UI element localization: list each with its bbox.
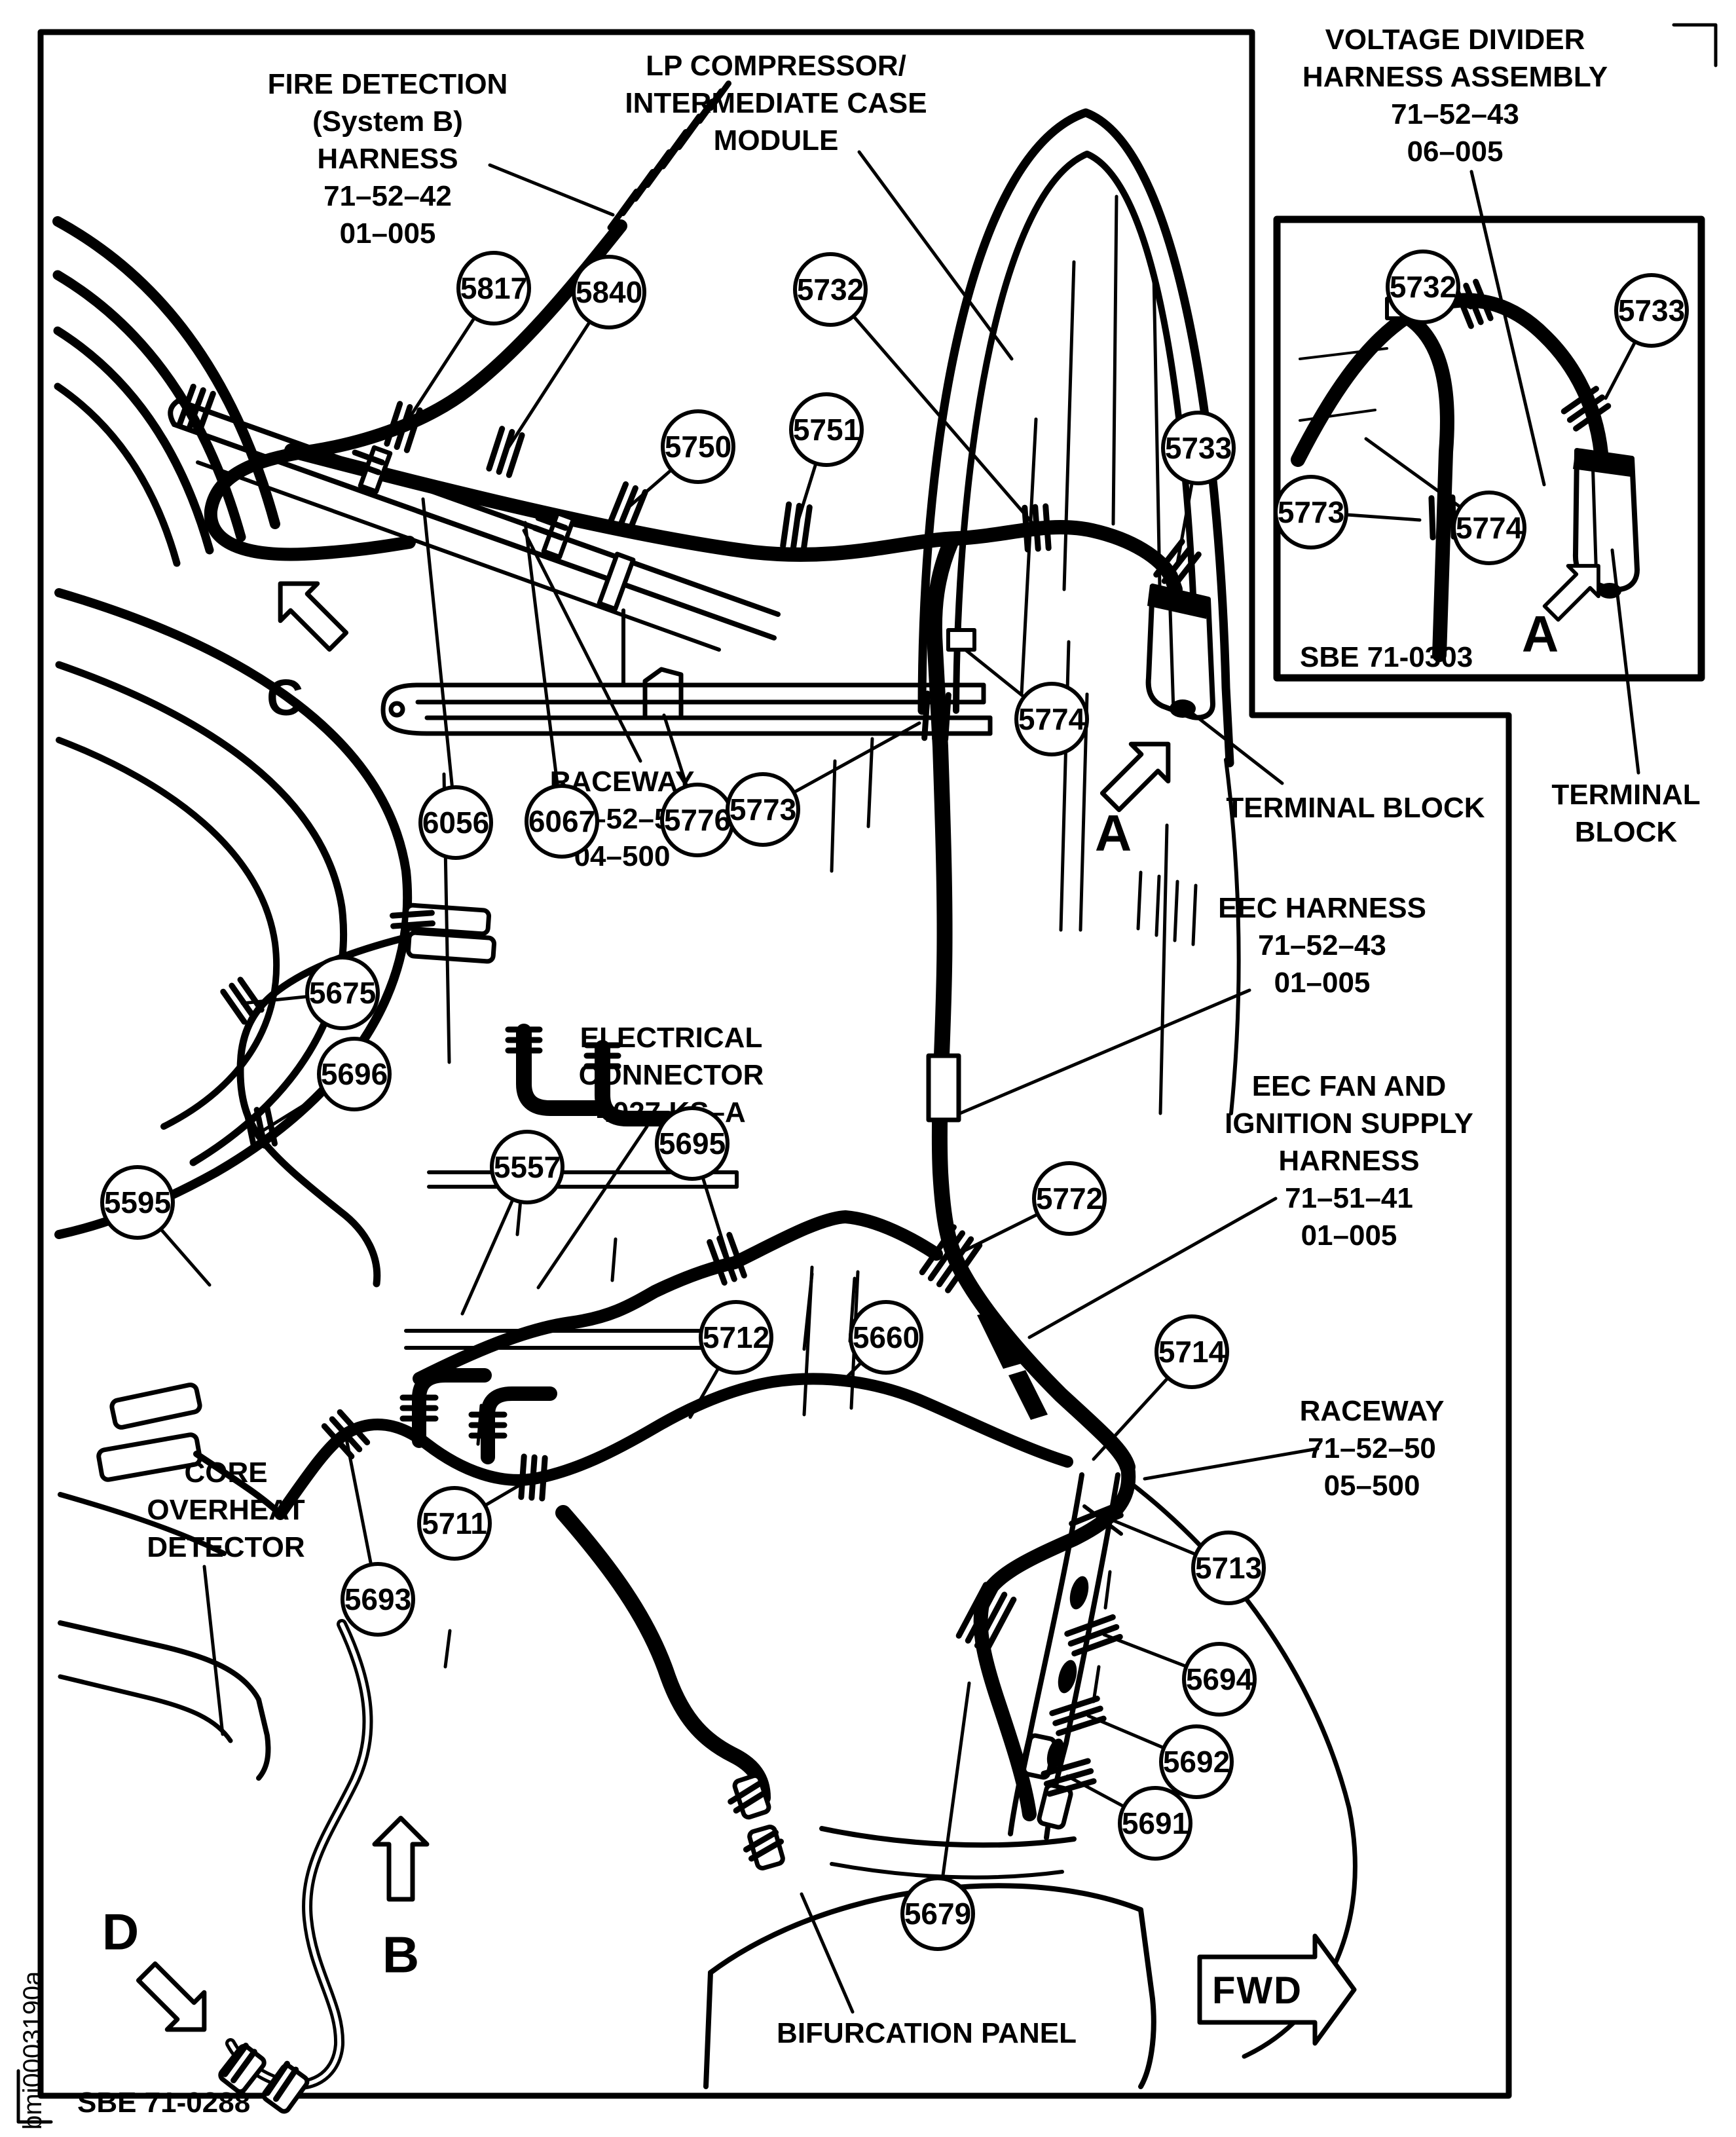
callout-5714: 5714	[1154, 1314, 1229, 1389]
callout-5733-inset: 5733	[1614, 273, 1689, 348]
view-c-letter: C	[266, 668, 304, 726]
view-arrows	[136, 564, 1600, 2046]
eec-fan-ignition-harness-label: EEC FAN AND IGNITION SUPPLY HARNESS 71–5…	[1225, 1070, 1473, 1252]
callout-5840: 5840	[572, 255, 646, 329]
bundle-s-path	[555, 1505, 771, 1806]
view-arrow-b-icon	[372, 1815, 430, 1902]
view-arrow-a-icon	[1099, 741, 1171, 813]
leader-lines-layer	[160, 150, 1640, 2014]
inset-figure-border	[1273, 215, 1705, 682]
callout-5694: 5694	[1182, 1642, 1257, 1717]
detector-wire-path	[225, 1619, 373, 2091]
view-arrow-d-icon	[136, 1961, 207, 2032]
main-figure-border	[37, 29, 1512, 2099]
callout-5675: 5675	[305, 956, 380, 1030]
fwd-label: FWD	[1211, 1969, 1303, 2012]
callout-5772: 5772	[1032, 1161, 1107, 1236]
cowl-and-panel-edges	[58, 1265, 1357, 2089]
terminal-block-main-part	[1145, 584, 1215, 720]
fire-detection-harness-path	[204, 219, 627, 561]
callout-5679: 5679	[900, 1876, 975, 1951]
eec-harness-label: EEC HARNESS 71–52–43 01–005	[1218, 892, 1426, 999]
callout-5711: 5711	[417, 1486, 492, 1561]
callout-5692: 5692	[1159, 1724, 1234, 1799]
view-d-letter: D	[102, 1903, 139, 1961]
voltage-divider-harness-label: VOLTAGE DIVIDER HARNESS ASSEMBLY 71–52–4…	[1302, 24, 1608, 168]
view-a-inset-letter: A	[1521, 604, 1559, 663]
callout-5691: 5691	[1118, 1786, 1192, 1861]
fwd-arrow-icon	[1197, 1933, 1357, 2046]
callout-5776: 5776	[660, 783, 735, 857]
main-harness-top-run	[284, 443, 1183, 597]
callout-5774-inset: 5774	[1452, 491, 1526, 565]
harness-sleeve	[926, 1053, 961, 1123]
lower-harness-run	[274, 1373, 1073, 1520]
view-b-letter: B	[382, 1925, 420, 1984]
callout-5695: 5695	[655, 1106, 729, 1181]
sbe-main-label: SBE 71-0288	[77, 2087, 251, 2119]
callout-5696: 5696	[317, 1037, 392, 1111]
connector-tail	[193, 1451, 284, 1517]
inset-artwork	[1291, 293, 1640, 662]
terminal-block-inset-label: TERMINAL BLOCK	[1551, 779, 1701, 848]
fire-detection-harness-label: FIRE DETECTION (System B) HARNESS 71–52–…	[267, 68, 508, 250]
callout-5713: 5713	[1191, 1531, 1266, 1605]
lp-compressor-module-label: LP COMPRESSOR/ INTERMEDIATE CASE MODULE	[625, 50, 927, 157]
callout-5660: 5660	[849, 1300, 923, 1375]
document-code: bmi0003190a	[18, 1971, 47, 2130]
fan-case-arcs	[54, 588, 413, 1239]
callout-5732-inset: 5732	[1386, 250, 1460, 324]
sbe-inset-label: SBE 71-0303	[1300, 641, 1473, 673]
raceway-bars	[380, 667, 993, 736]
print-mark-icon	[16, 2069, 53, 2124]
callout-5693: 5693	[341, 1562, 415, 1637]
terminal-block-main-label: TERMINAL BLOCK	[1226, 792, 1485, 824]
callout-5751: 5751	[789, 392, 864, 467]
core-overheat-detector-label: CORE OVERHEAT DETECTOR	[147, 1457, 305, 1563]
callout-5774: 5774	[1014, 682, 1089, 756]
callout-5750: 5750	[661, 409, 735, 484]
view-arrow-a-inset-icon	[1542, 564, 1600, 622]
corner-mark-icon	[1672, 23, 1718, 67]
harness-shadow-wedges	[977, 1311, 1089, 1770]
view-a-main-letter: A	[1094, 804, 1132, 862]
callout-6056: 6056	[418, 785, 493, 860]
junction-fitting	[946, 628, 976, 652]
sensor-wire-path	[236, 934, 409, 1288]
fan-duct-arch	[917, 108, 1241, 1115]
callout-6067: 6067	[525, 784, 599, 859]
view-arrow-c-icon	[278, 581, 349, 652]
callout-5712: 5712	[699, 1300, 773, 1375]
raceway-05-500-label: RACEWAY 71–52–50 05–500	[1299, 1395, 1445, 1502]
callout-5595: 5595	[100, 1165, 175, 1240]
callout-5732: 5732	[793, 252, 868, 327]
callout-5557: 5557	[490, 1130, 564, 1204]
callout-5817: 5817	[456, 251, 531, 325]
callout-5773-inset: 5773	[1274, 475, 1348, 549]
callout-5733: 5733	[1161, 411, 1236, 485]
bifurcation-panel-label: BIFURCATION PANEL	[777, 2017, 1077, 2049]
callout-5773: 5773	[726, 772, 800, 847]
engine-spinner-arcs	[52, 216, 280, 567]
